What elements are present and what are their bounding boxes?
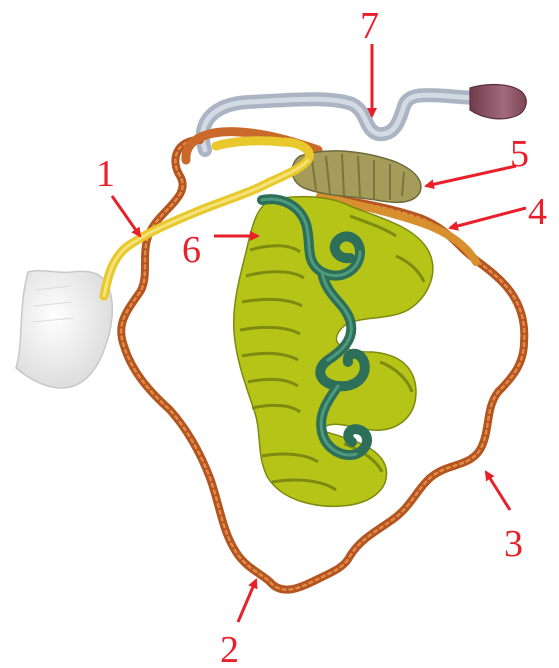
arrow-5	[426, 166, 516, 186]
arrow-2	[238, 580, 256, 622]
callout-3: 3	[504, 523, 523, 565]
callout-5: 5	[510, 133, 529, 175]
arrow-1	[112, 196, 140, 236]
mauve-bulb	[470, 85, 526, 119]
callout-7: 7	[360, 5, 379, 47]
arrow-4	[450, 208, 526, 228]
white-flap	[16, 271, 112, 388]
arrow-3	[486, 472, 510, 510]
callout-4: 4	[528, 191, 547, 233]
callout-2: 2	[220, 629, 239, 668]
callout-6: 6	[182, 229, 201, 271]
callout-1: 1	[96, 153, 115, 195]
